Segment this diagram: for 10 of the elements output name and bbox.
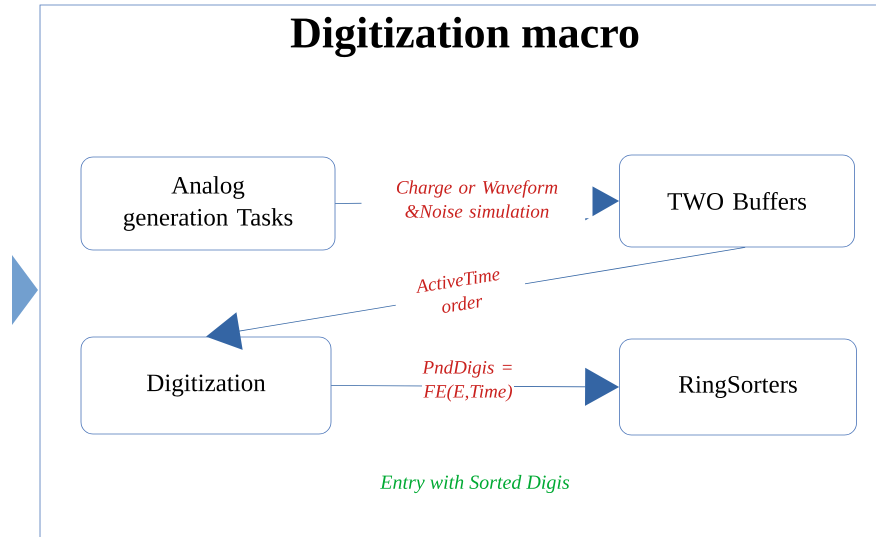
edge-label: PndDigis = FE(E,Time) (422, 360, 514, 402)
process-box: Digitization (80, 336, 332, 434)
edge-label: Charge or Waveform &Noise simulation (362, 180, 592, 218)
note-text: Entry with Sorted Digis (380, 474, 570, 494)
process-box: RingSorters (619, 338, 857, 436)
process-box: TWO Buffers (619, 154, 855, 248)
title: Digitization macro (290, 16, 638, 58)
process-box: Analog generation Tasks (80, 156, 336, 250)
edge-label: ActiveTime order (392, 263, 528, 321)
arrow (206, 247, 746, 350)
